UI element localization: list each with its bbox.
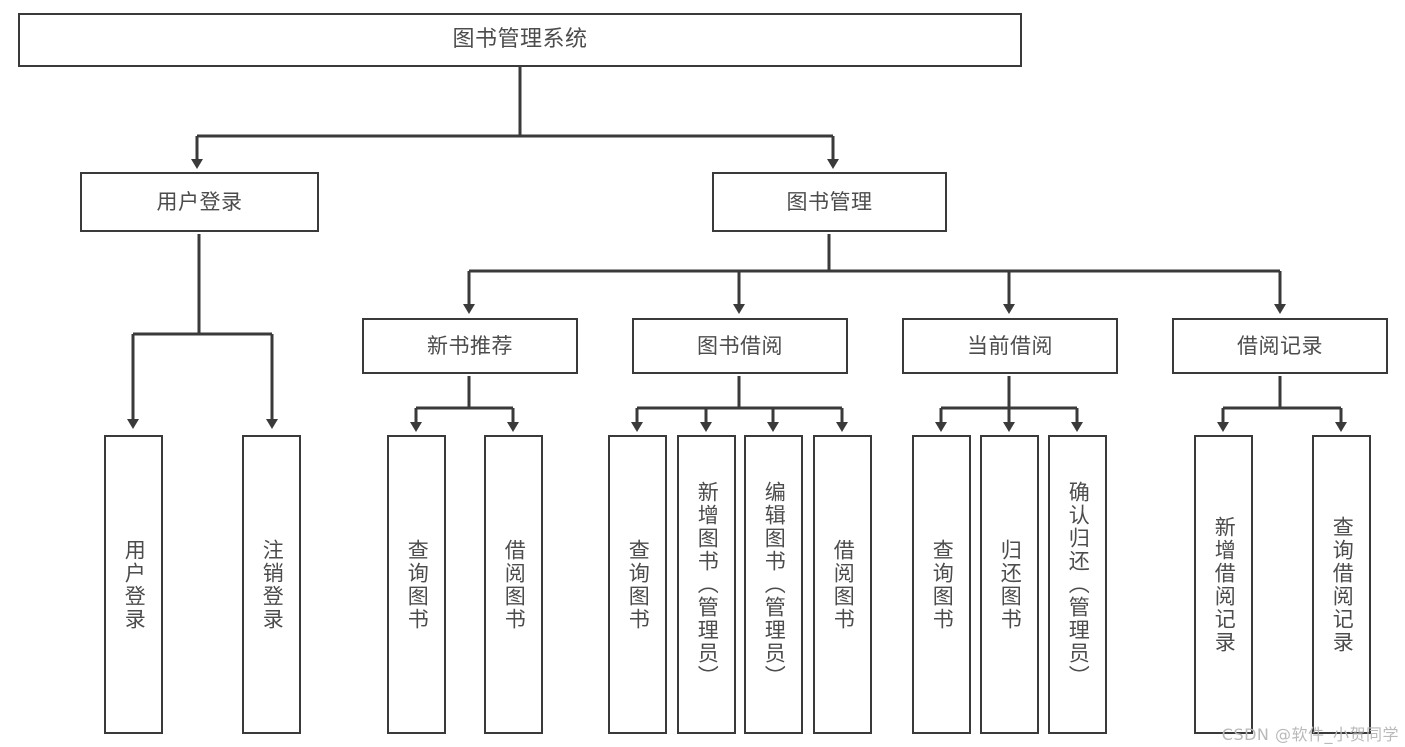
node-label: 当前借阅: [967, 333, 1053, 358]
node-user-login[interactable]: 用户登录: [80, 172, 319, 232]
leaf-logout-login[interactable]: 注销登录: [242, 435, 301, 734]
node-label: 新书推荐: [427, 333, 513, 358]
csdn-watermark: CSDN @软件_小贺同学: [1221, 725, 1399, 744]
node-label: 查询图书: [930, 538, 955, 631]
node-label: 新增借阅记录: [1212, 515, 1237, 654]
node-label: 确认归还（管理员）: [1066, 481, 1091, 688]
node-new-book-recommend[interactable]: 新书推荐: [362, 318, 578, 374]
node-label: 查询图书: [405, 538, 430, 631]
leaf-return-book[interactable]: 归还图书: [980, 435, 1039, 734]
leaf-user-login[interactable]: 用户登录: [104, 435, 163, 734]
node-label: 用户登录: [122, 538, 147, 631]
leaf-edit-book[interactable]: 编辑图书（管理员）: [744, 435, 803, 734]
node-label: 查询借阅记录: [1330, 515, 1355, 654]
node-label: 用户登录: [156, 189, 243, 214]
leaf-borrow-book-borrow[interactable]: 借阅图书: [813, 435, 872, 734]
node-label: 图书管理: [786, 189, 873, 214]
leaf-add-book[interactable]: 新增图书（管理员）: [677, 435, 736, 734]
node-label: 图书管理系统: [452, 27, 588, 53]
node-book-borrow[interactable]: 图书借阅: [632, 318, 848, 374]
node-book-manage[interactable]: 图书管理: [712, 172, 947, 232]
leaf-query-book-current[interactable]: 查询图书: [912, 435, 971, 734]
node-label: 图书借阅: [697, 333, 783, 358]
node-label: 借阅图书: [502, 538, 527, 631]
node-label: 归还图书: [998, 538, 1023, 631]
node-label: 查询图书: [626, 538, 651, 631]
node-current-borrow[interactable]: 当前借阅: [902, 318, 1118, 374]
node-label: 借阅记录: [1237, 333, 1323, 358]
leaf-borrow-book-new[interactable]: 借阅图书: [484, 435, 543, 734]
node-label: 新增图书（管理员）: [695, 481, 720, 688]
leaf-add-borrow-record[interactable]: 新增借阅记录: [1194, 435, 1253, 734]
node-label: 编辑图书（管理员）: [762, 481, 787, 688]
node-root-system[interactable]: 图书管理系统: [18, 13, 1022, 67]
leaf-query-borrow-record[interactable]: 查询借阅记录: [1312, 435, 1371, 734]
leaf-query-book-new[interactable]: 查询图书: [387, 435, 446, 734]
node-label: 注销登录: [260, 538, 285, 631]
leaf-confirm-return[interactable]: 确认归还（管理员）: [1048, 435, 1107, 734]
leaf-query-book-borrow[interactable]: 查询图书: [608, 435, 667, 734]
node-borrow-record[interactable]: 借阅记录: [1172, 318, 1388, 374]
node-label: 借阅图书: [831, 538, 856, 631]
